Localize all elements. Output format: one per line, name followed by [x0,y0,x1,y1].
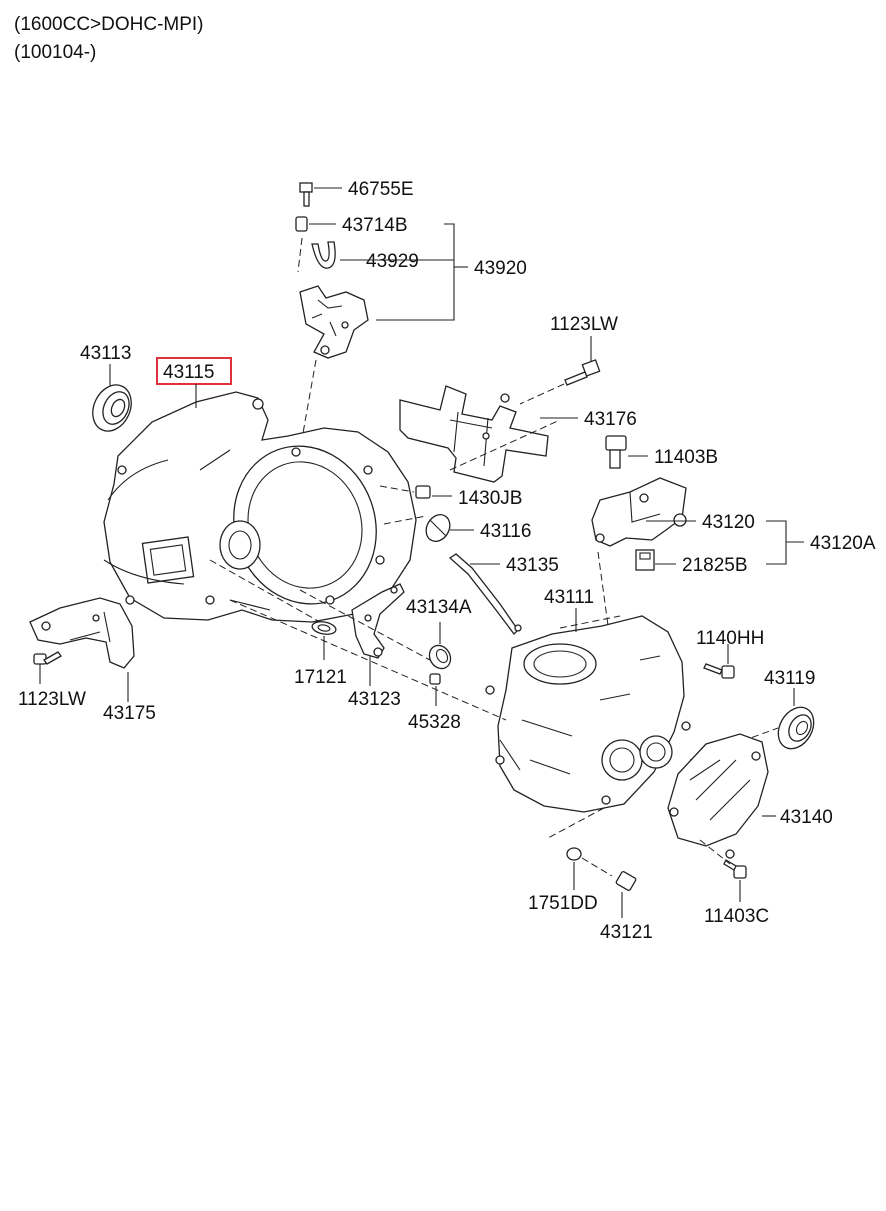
date-range-text: (100104-) [14,42,97,63]
bolt-1123LW-top [564,359,601,386]
label-43135[interactable]: 43135 [506,555,559,576]
bolt-45328 [429,673,441,685]
bushing-43714B [295,216,308,232]
label-43116[interactable]: 43116 [480,521,531,542]
clutch-housing-43115 [103,391,417,623]
label-43929[interactable]: 43929 [366,251,419,272]
clip-43929 [311,241,336,269]
oil-seal-43113 [92,384,132,432]
transaxle-case-43111 [485,615,691,813]
label-43140[interactable]: 43140 [780,807,833,828]
oil-seal-43134A [428,644,452,670]
plug-1751DD [566,847,582,861]
seal-17121 [311,621,337,635]
drain-plug-43121 [615,871,637,891]
bracket-43920 [299,285,369,359]
label-1751DD[interactable]: 1751DD [528,893,598,914]
label-43119[interactable]: 43119 [764,668,815,689]
highlight-box-43115 [156,357,232,385]
label-43111[interactable]: 43111 [544,587,594,608]
label-11403B[interactable]: 11403B [654,447,718,468]
transaxle-cover-43140 [667,733,769,859]
label-1140HH[interactable]: 1140HH [696,628,764,649]
label-17121[interactable]: 17121 [294,667,347,688]
model-spec-text: (1600CC>DOHC-MPI) [14,14,204,35]
label-43121[interactable]: 43121 [600,922,653,943]
lever-43135 [448,553,522,635]
label-43175[interactable]: 43175 [103,703,156,724]
label-43115[interactable]: 43115 [163,362,214,383]
mount-bracket-43175 [29,597,135,669]
bracket-43176 [399,385,549,483]
label-11403C[interactable]: 11403C [704,906,769,927]
washer-43116 [425,514,451,542]
label-43176[interactable]: 43176 [584,409,637,430]
bolt-1140HH [703,663,735,679]
label-43113[interactable]: 43113 [80,343,131,364]
label-43120A[interactable]: 43120A [810,533,876,554]
nut-21825B [635,549,655,571]
dowel-pin-1430JB [415,485,431,499]
bolt-11403B [605,435,627,469]
guide-plate-43123 [351,583,405,659]
bolt-11403C [723,859,747,879]
label-43123[interactable]: 43123 [348,689,401,710]
label-43714B[interactable]: 43714B [342,215,408,236]
label-1123LW-left[interactable]: 1123LW [18,689,86,710]
oil-seal-43119 [777,706,815,750]
label-1430JB[interactable]: 1430JB [458,488,522,509]
label-43134A[interactable]: 43134A [406,597,472,618]
bolt-46755E [299,182,313,207]
label-43120[interactable]: 43120 [702,512,755,533]
label-43920[interactable]: 43920 [474,258,527,279]
bolt-1123LW-left [33,651,62,665]
label-45328[interactable]: 45328 [408,712,461,733]
mount-bracket-43120 [591,477,687,547]
label-46755E[interactable]: 46755E [348,179,414,200]
label-21825B[interactable]: 21825B [682,555,748,576]
label-1123LW-top[interactable]: 1123LW [550,314,618,335]
